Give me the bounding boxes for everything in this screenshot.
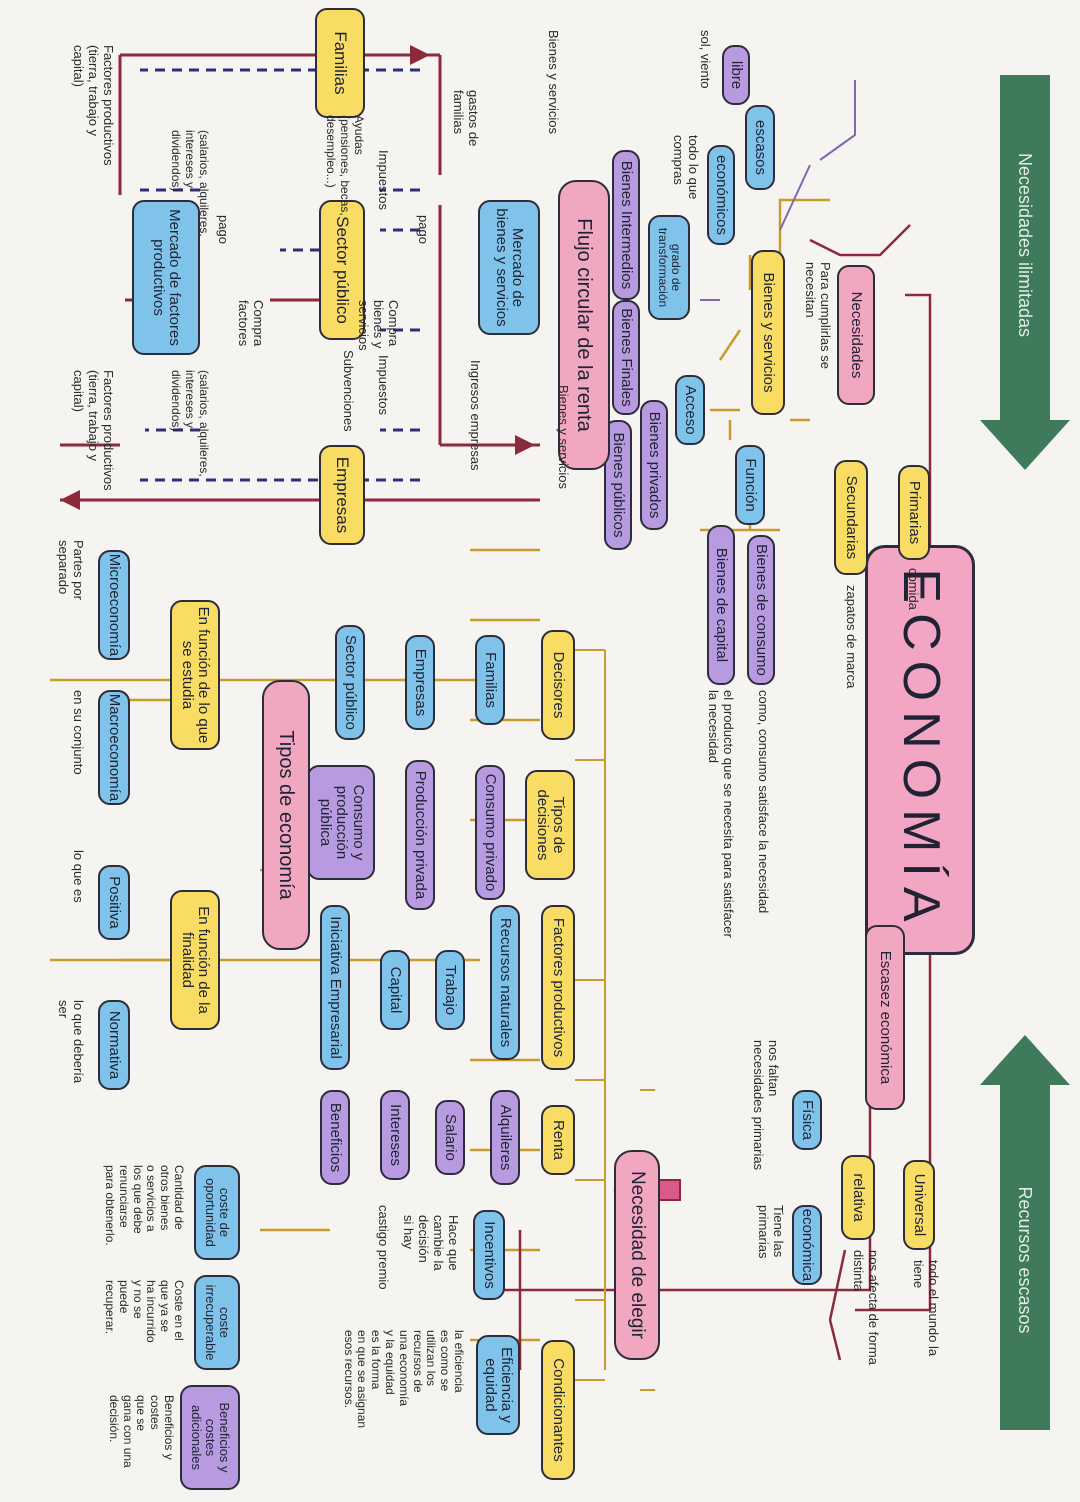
note-gastos-familias: gastos de familias [451, 90, 481, 147]
node-positiva: Positiva [98, 865, 130, 940]
node-consumo-publico: Consumo y producción pública [307, 765, 375, 880]
note-sol-viento: sol, viento [698, 30, 713, 89]
node-escasos: escasos [745, 105, 775, 190]
note-conjunto: en su conjunto [71, 690, 86, 775]
node-consumo-privado: Consumo privado [475, 765, 505, 900]
note-para-cumplirlas: Para cumplirlas se necesitan [803, 262, 833, 369]
node-intereses: Intereses [380, 1090, 410, 1180]
node-trabajo: Trabajo [435, 950, 465, 1030]
node-beneficios: Beneficios [320, 1090, 350, 1185]
node-mercado-bienes: Mercado de bienes y servicios [478, 200, 540, 335]
node-funcion: Función [735, 445, 765, 525]
node-d-empresas: Empresas [405, 635, 435, 730]
note-lo-que-es: lo que es [71, 850, 86, 903]
node-bienes-privados: Bienes privados [640, 400, 668, 530]
node-acceso: Acceso [675, 375, 705, 445]
node-en-funcion-finalidad: En función de la finalidad [170, 890, 220, 1030]
node-relativa: relativa [841, 1155, 875, 1240]
note-castigo-premio: castigo premio [376, 1205, 391, 1290]
node-capital: Capital [380, 950, 410, 1030]
note-compra-factores: Compra factores [236, 300, 266, 347]
node-primarias: Primarias [898, 465, 930, 560]
node-d-familias: Familias [475, 635, 505, 725]
banner-recursos-escasos: Recursos escasos [1015, 1186, 1036, 1334]
node-bienes-capital: Bienes de capital [707, 525, 735, 685]
node-tipos-economia: Tipos de economía [262, 680, 310, 950]
note-zapatos: zapatos de marca [844, 585, 859, 689]
note-todo-mundo: todo el mundo la tiene [911, 1260, 941, 1357]
node-escasez-economica: Escasez económica [865, 925, 905, 1110]
node-coste-irrecuperable: coste irrecuperable [194, 1275, 240, 1370]
note-compra-bienes: Compra bienes y servicios [356, 300, 401, 351]
note-todo-compras: todo lo que compras [671, 135, 701, 200]
node-bienes-servicios: Bienes y servicios [751, 250, 785, 415]
note-pago-2: pago [216, 215, 231, 244]
node-secundarias: Secundarias [834, 460, 868, 575]
note-impuestos-2: Impuestos [376, 355, 391, 415]
node-macroeconomia: Macroeconomía [98, 690, 130, 805]
node-decisores: Decisores [541, 630, 575, 740]
node-eficiencia: Eficiencia y equidad [476, 1335, 520, 1435]
note-tiene-primarias: Tiene las primarias [756, 1205, 786, 1259]
node-incentivos: Incentivos [473, 1210, 505, 1300]
node-bienes-consumo: Bienes de consumo [747, 535, 775, 685]
node-factores-productivos: Factores productivos [541, 905, 575, 1070]
node-universal: Universal [903, 1160, 935, 1250]
note-bienes-servicios-bottom: Bienes y servicios [556, 385, 571, 490]
node-recursos-naturales: Recursos naturales [490, 905, 520, 1060]
node-alquileres: Alquileres [490, 1090, 520, 1185]
node-familias: Familias [315, 8, 365, 118]
node-microeconomia: Microeconomía [98, 550, 130, 660]
note-factores-right: Factores productivos (tierra, trabajo y … [71, 370, 116, 491]
note-beneficios-texto: Beneficios y costes que se gana con una … [106, 1395, 176, 1468]
note-salarios-left: (salarios, alquileres, intereses y divid… [169, 130, 211, 237]
node-empresas: Empresas [319, 445, 365, 545]
note-ayudas: Ayudas (pensiones, becas, desempleo...) [324, 115, 366, 216]
note-nos-afecta: nos afecta de forma distinta [851, 1250, 881, 1365]
node-beneficios-costes: Beneficios y costes adicionales [180, 1385, 240, 1490]
node-renta: Renta [541, 1105, 575, 1175]
note-comida: comida [906, 568, 921, 610]
node-coste-oportunidad: coste de oportunidad [194, 1165, 240, 1260]
node-grado-transformacion: grado de transformación [648, 215, 690, 320]
note-bienes-servicios-top: Bienes y servicios [546, 30, 561, 135]
note-eficiencia-texto: la eficiencia es como se utilizan los re… [341, 1330, 466, 1429]
note-coste-incurrido: Coste en el que ya se ha incurrido y no … [103, 1280, 186, 1343]
node-economica: económica [792, 1205, 822, 1285]
node-tipos-decisiones: Tipos de decisiones [525, 770, 575, 880]
note-lo-que-deberia: lo que debería ser [56, 1000, 86, 1084]
note-hace-cambiar: Hace que cambie la decisión si hay [401, 1215, 461, 1271]
node-iniciativa: Iniciativa Empresarial [320, 905, 350, 1070]
note-cantidad: Cantidad de otros bienes o servicios a l… [103, 1165, 186, 1246]
note-subvenciones: Subvenciones [341, 350, 356, 432]
note-factores-left: Factores productivos (tierra, trabajo y … [71, 45, 116, 166]
note-partes: Partes por separado [56, 540, 86, 600]
note-impuestos-1: Impuestos [376, 150, 391, 210]
node-normativa: Normativa [98, 1000, 130, 1090]
node-condicionantes: Condicionantes [541, 1340, 575, 1480]
note-nos-faltan: nos faltan necesidades primarias [751, 1040, 781, 1171]
note-producto-satisfacer: el producto que se necesita para satisfa… [706, 690, 736, 938]
node-salario: Salario [435, 1100, 465, 1175]
note-ingresos-empresas: Ingresos empresas [468, 360, 483, 471]
note-salarios-right: (salarios, alquileres, intereses y divid… [169, 370, 211, 477]
node-economicos: económicos [707, 145, 735, 245]
note-pago-1: pago [416, 215, 431, 244]
node-produccion-privada: Producción privada [405, 760, 435, 910]
node-necesidades: Necesidades [837, 265, 875, 405]
node-fisica: Física [792, 1090, 822, 1150]
node-bienes-intermedios: Bienes Intermedios [612, 150, 640, 300]
node-libre: libre [722, 45, 750, 105]
node-necesidad-elegir: Necesidad de elegir [614, 1150, 660, 1360]
note-consumo-satisface: como, consumo satisface la necesidad [756, 690, 771, 914]
node-en-funcion-estudia: En función de lo que se estudia [170, 600, 220, 750]
node-bienes-finales: Bienes Finales [612, 300, 640, 415]
node-d-sector: Sector público [335, 625, 365, 740]
banner-necesidades-ilimitadas: Necesidades ilimitadas [1015, 152, 1036, 338]
